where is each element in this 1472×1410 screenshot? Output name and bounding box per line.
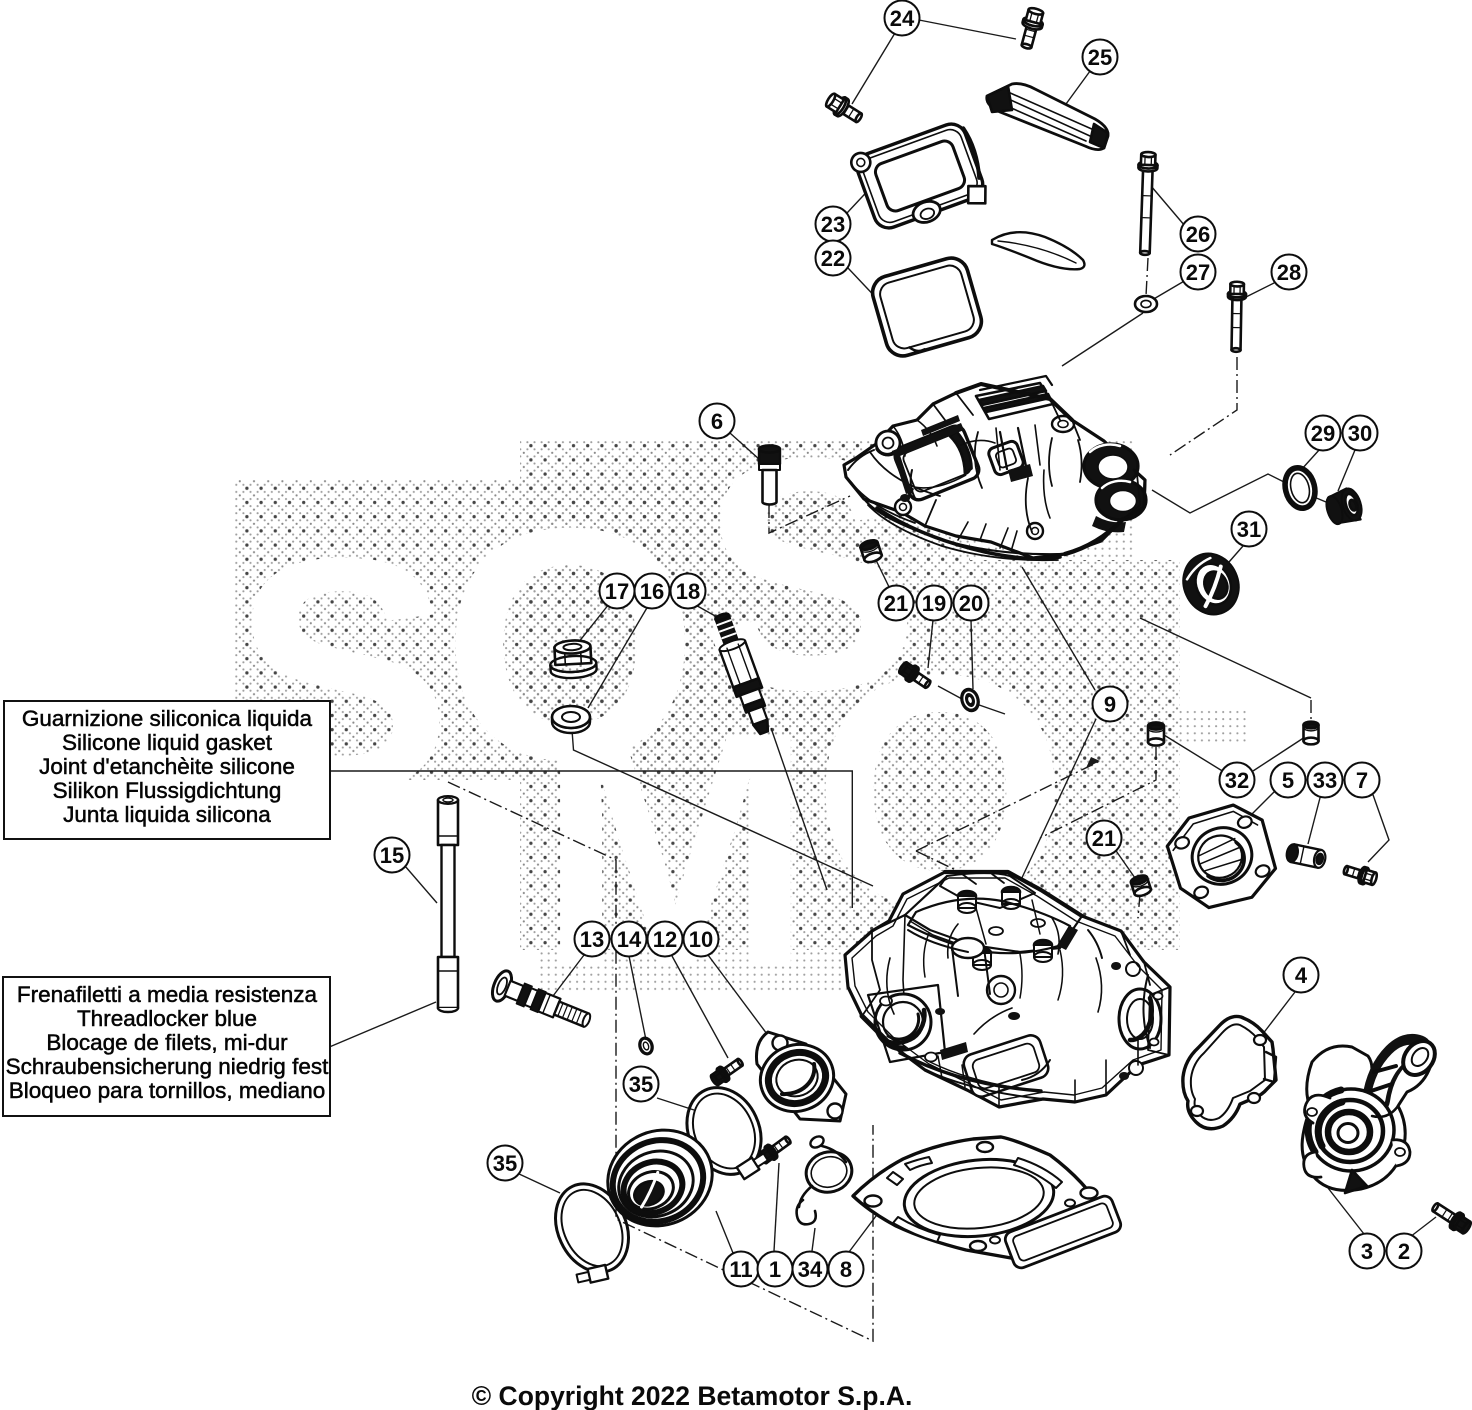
svg-text:21: 21 — [1092, 826, 1116, 851]
svg-text:Joint d'etanchèite silicone: Joint d'etanchèite silicone — [39, 754, 295, 779]
svg-text:25: 25 — [1088, 45, 1112, 70]
svg-text:Frenafiletti a media resistenz: Frenafiletti a media resistenza — [17, 982, 318, 1007]
svg-text:35: 35 — [493, 1151, 517, 1176]
svg-text:9: 9 — [1104, 692, 1116, 717]
svg-text:Bloqueo para tornillos, median: Bloqueo para tornillos, mediano — [9, 1078, 325, 1103]
svg-text:© Copyright 2022 Betamotor S.p: © Copyright 2022 Betamotor S.p.A. — [472, 1381, 913, 1410]
svg-text:32: 32 — [1225, 768, 1249, 793]
svg-text:19: 19 — [922, 591, 946, 616]
svg-text:21: 21 — [884, 591, 908, 616]
svg-text:35: 35 — [629, 1072, 653, 1097]
svg-text:7: 7 — [1356, 768, 1368, 793]
svg-text:Threadlocker blue: Threadlocker blue — [77, 1006, 257, 1031]
svg-text:10: 10 — [689, 927, 713, 952]
svg-text:Silikon Flussigdichtung: Silikon Flussigdichtung — [53, 778, 282, 803]
svg-text:Blocage de filets, mi-dur: Blocage de filets, mi-dur — [46, 1030, 288, 1055]
svg-text:15: 15 — [380, 843, 404, 868]
svg-text:3: 3 — [1361, 1239, 1373, 1264]
svg-text:26: 26 — [1186, 222, 1210, 247]
svg-text:24: 24 — [890, 6, 915, 31]
svg-text:27: 27 — [1186, 260, 1210, 285]
svg-text:2: 2 — [1398, 1239, 1410, 1264]
svg-text:29: 29 — [1311, 421, 1335, 446]
svg-text:1: 1 — [769, 1257, 781, 1282]
svg-text:Schraubensicherung niedrig fes: Schraubensicherung niedrig fest — [6, 1054, 329, 1079]
svg-text:28: 28 — [1277, 260, 1301, 285]
svg-text:12: 12 — [653, 927, 677, 952]
svg-text:14: 14 — [617, 927, 642, 952]
svg-text:33: 33 — [1313, 768, 1337, 793]
svg-text:13: 13 — [580, 927, 604, 952]
svg-text:4: 4 — [1295, 963, 1308, 988]
svg-text:5: 5 — [1282, 768, 1294, 793]
svg-text:20: 20 — [959, 591, 983, 616]
svg-text:6: 6 — [711, 409, 723, 434]
svg-text:22: 22 — [821, 246, 845, 271]
svg-text:8: 8 — [840, 1257, 852, 1282]
svg-text:11: 11 — [729, 1257, 752, 1282]
svg-text:Guarnizione siliconica liquida: Guarnizione siliconica liquida — [22, 706, 313, 731]
svg-text:23: 23 — [821, 212, 845, 237]
svg-text:16: 16 — [640, 579, 664, 604]
svg-text:30: 30 — [1348, 421, 1372, 446]
svg-text:34: 34 — [798, 1257, 823, 1282]
svg-text:31: 31 — [1237, 517, 1261, 542]
svg-text:17: 17 — [605, 579, 629, 604]
svg-text:Silicone liquid gasket: Silicone liquid gasket — [62, 730, 273, 755]
svg-text:Junta liquida silicona: Junta liquida silicona — [63, 802, 271, 827]
svg-text:18: 18 — [676, 579, 700, 604]
